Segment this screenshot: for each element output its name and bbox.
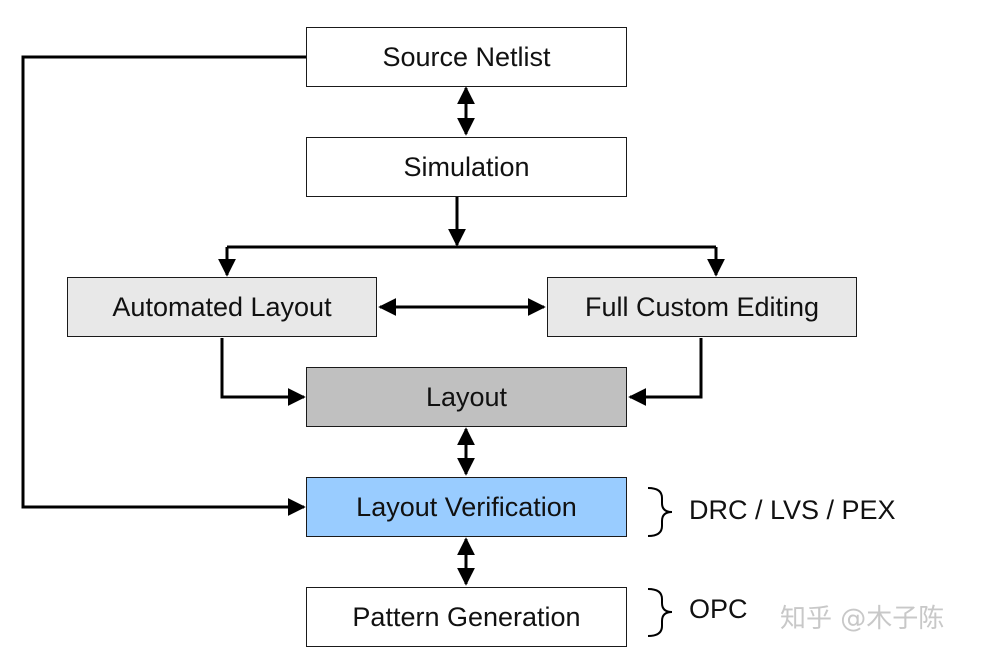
full-custom-editing-label: Full Custom Editing [584,291,820,322]
verification-steps-note: DRC / LVS / PEX [689,495,896,525]
full-custom-editing-box: Full Custom Editing [547,277,857,337]
watermark: 知乎 @木子陈 [780,604,945,634]
layout-label: Layout [425,381,508,412]
source-netlist-label: Source Netlist [382,41,551,72]
pattern-generation-label: Pattern Generation [352,601,581,632]
pattern-steps-note: OPC [689,594,748,624]
layout-verification-label: Layout Verification [356,491,577,522]
simulation-label: Simulation [403,151,530,182]
pattern-brace [647,588,673,637]
layout-verification-box: Layout Verification [306,477,627,537]
layout-box: Layout [306,367,627,427]
verification-brace [647,487,673,537]
netlist-to-verification-loop [21,55,306,516]
source-netlist-box: Source Netlist [306,27,627,87]
automated-layout-box: Automated Layout [67,277,377,337]
automated-to-layout-arrow [220,338,306,406]
simulation-box: Simulation [306,137,627,197]
automated-layout-label: Automated Layout [112,291,332,322]
pattern-generation-box: Pattern Generation [306,587,627,647]
custom-to-layout-arrow [628,338,703,406]
